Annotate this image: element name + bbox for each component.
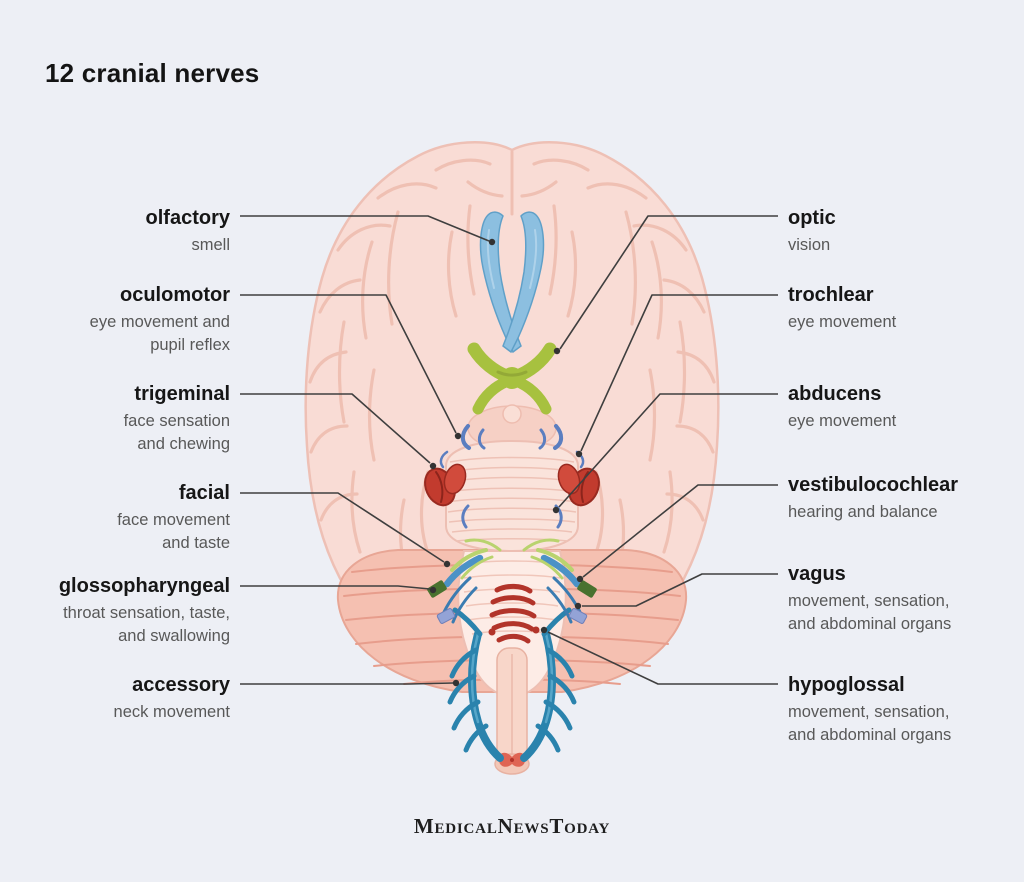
leader-abducens xyxy=(552,393,778,514)
midbrain xyxy=(467,404,557,451)
leader-accessory xyxy=(240,679,460,687)
label-accessory: accessory neck movement xyxy=(0,673,230,724)
leader-facial xyxy=(240,492,451,568)
nerve-desc-vestibulocochlear: hearing and balance xyxy=(788,503,938,521)
label-trochlear: trochlear eye movement xyxy=(788,283,1024,334)
spinal-cord xyxy=(494,647,530,775)
leader-vagus xyxy=(574,573,778,610)
leader-trochlear xyxy=(575,294,778,458)
label-vagus: vagus movement, sensation, and abdominal… xyxy=(788,562,1024,636)
leader-glossopharyngeal xyxy=(240,585,437,594)
label-hypoglossal: hypoglossal movement, sensation, and abd… xyxy=(788,673,1024,747)
label-abducens: abducens eye movement xyxy=(788,382,1024,433)
leader-vestibulocochlear xyxy=(576,484,778,583)
nerve-name-glossopharyngeal: glossopharyngeal xyxy=(58,575,230,597)
nerve-name-vagus: vagus xyxy=(788,563,846,585)
hypoglossal-nerve xyxy=(488,583,540,644)
nerve-name-hypoglossal: hypoglossal xyxy=(788,674,905,696)
nerve-desc-facial: face movement and taste xyxy=(117,511,230,553)
leader-hypoglossal xyxy=(540,626,778,685)
nerve-desc-trigeminal: face sensation and chewing xyxy=(123,412,230,454)
nerve-desc-abducens: eye movement xyxy=(788,412,897,430)
nerve-desc-hypoglossal: movement, sensation, and abdominal organ… xyxy=(788,703,952,745)
nerve-desc-oculomotor: eye movement and pupil reflex xyxy=(89,313,230,355)
nerve-name-vestibulocochlear: vestibulocochlear xyxy=(788,474,959,496)
nerve-name-facial: facial xyxy=(178,482,230,504)
page-title: 12 cranial nerves xyxy=(45,58,260,88)
nerve-name-olfactory: olfactory xyxy=(145,207,230,229)
nerve-desc-vagus: movement, sensation, and abdominal organ… xyxy=(788,592,952,634)
leader-trigeminal xyxy=(240,393,437,470)
leader-optic xyxy=(553,215,778,355)
nerve-name-abducens: abducens xyxy=(788,383,882,405)
label-olfactory: olfactory smell xyxy=(0,206,230,257)
trigeminal-nerve xyxy=(424,463,467,507)
label-trigeminal: trigeminal face sensation and chewing xyxy=(0,382,230,456)
label-glossopharyngeal: glossopharyngeal throat sensation, taste… xyxy=(0,574,230,648)
pons xyxy=(445,439,579,553)
nerve-desc-accessory: neck movement xyxy=(113,703,230,721)
nerve-desc-glossopharyngeal: throat sensation, taste, and swallowing xyxy=(63,604,230,646)
optic-chiasm xyxy=(467,342,557,415)
leader-lines xyxy=(240,215,778,687)
leader-oculomotor xyxy=(240,294,462,440)
nerve-desc-optic: vision xyxy=(788,236,831,254)
label-optic: optic vision xyxy=(788,206,1024,257)
nerve-name-trochlear: trochlear xyxy=(788,284,874,306)
nerve-name-trigeminal: trigeminal xyxy=(134,383,230,405)
brand-logo: MedicalNewsToday xyxy=(413,814,611,838)
nerve-name-oculomotor: oculomotor xyxy=(120,284,230,306)
nerve-name-optic: optic xyxy=(788,207,836,229)
nerve-desc-olfactory: smell xyxy=(191,236,230,254)
label-facial: facial face movement and taste xyxy=(0,481,230,555)
nerve-desc-trochlear: eye movement xyxy=(788,313,897,331)
leader-olfactory xyxy=(240,215,496,246)
nerve-bundle-left xyxy=(424,211,522,762)
nerve-name-accessory: accessory xyxy=(132,674,230,696)
label-oculomotor: oculomotor eye movement and pupil reflex xyxy=(0,283,230,357)
label-vestibulocochlear: vestibulocochlear hearing and balance xyxy=(788,473,1024,524)
